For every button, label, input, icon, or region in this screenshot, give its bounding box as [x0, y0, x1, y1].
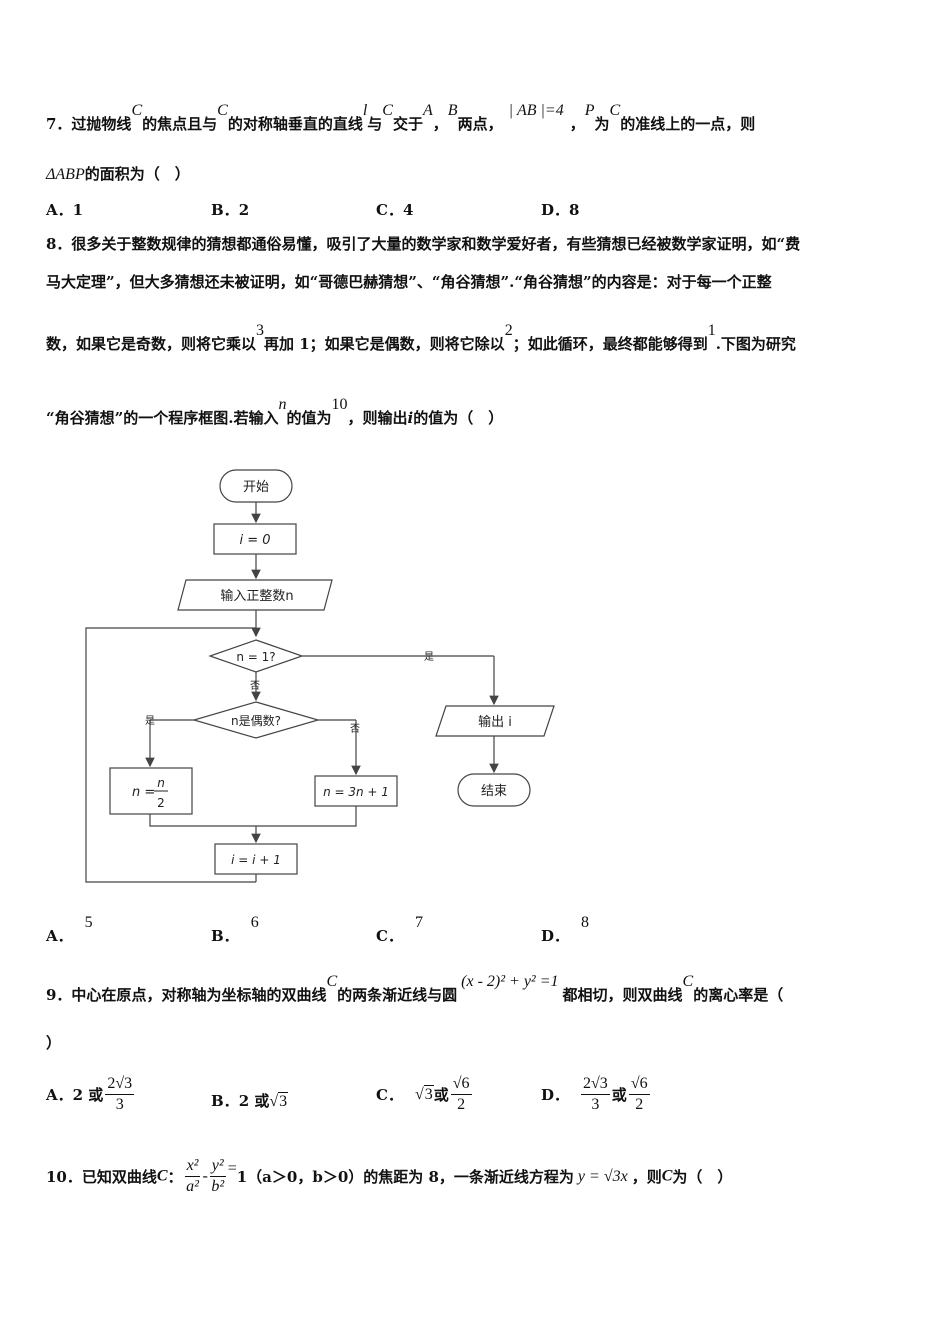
flowchart-incr [214, 843, 298, 875]
flowchart-yes-label: 是 [424, 651, 434, 663]
flowchart-input-label: 输入正整数n [220, 588, 293, 604]
flowchart-even-yes-label: 是 [145, 715, 155, 727]
flowchart-init-label: i = 0 [239, 533, 270, 548]
q8-line4: “角谷猜想”的一个程序框图.若输入n的值为10，则输出i的值为（ ） [46, 396, 504, 427]
flowchart-cond2 [191, 701, 321, 739]
q7-option-b: B．2 [211, 201, 250, 219]
flowchart-half-lhs: n = [132, 785, 155, 800]
flowchart-init [213, 523, 297, 555]
q7-line1: 7．过抛物线C的焦点且与C的对称轴垂直的直线l与C交于A，B两点，| AB |=… [46, 102, 756, 133]
flowchart-output [435, 705, 555, 737]
flowchart-half-num: n [157, 776, 165, 790]
flowchart-cond2-label: n是偶数? [231, 713, 281, 728]
flowchart-half-den: 2 [157, 796, 165, 810]
flowchart-output-label: 输出 i [478, 714, 512, 730]
q8-line1: 8．很多关于整数规律的猜想都通俗易懂，吸引了大量的数学家和数学爱好者，有些猜想已… [46, 235, 801, 253]
flowchart-even-no-label: 否 [350, 723, 360, 735]
flowchart: 开始 i = 0 输入正整数n n = 1? 是 否 n是偶数? 是 否 n =… [85, 469, 555, 883]
flowchart-triple-label: n = 3n + 1 [323, 785, 389, 799]
q9-line2: ） [46, 1034, 62, 1052]
q8-line2: 马大定理”，但大多猜想还未被证明，如“哥德巴赫猜想”、“角谷猜想”.“角谷猜想”… [46, 273, 772, 291]
flowchart-end [457, 773, 531, 807]
flowchart-input [177, 579, 333, 611]
q8-option-c: C．7 [376, 914, 423, 945]
flowchart-half [109, 767, 193, 815]
q8-line3: 数，如果它是奇数，则将它乘以3再加 1；如果它是偶数，则将它除以2；如此循环，最… [46, 322, 796, 353]
flowchart-start-label: 开始 [243, 480, 269, 495]
q8-option-d: D．8 [541, 914, 590, 945]
flowchart-triple [314, 775, 398, 807]
q9-line1: 9．中心在原点，对称轴为坐标轴的双曲线C的两条渐近线与圆(x - 2)² + y… [46, 973, 784, 1004]
q7-line2: ΔABP的面积为（ ） [46, 165, 190, 183]
q8-option-a: A．5 [46, 914, 93, 945]
q7-option-d: D．8 [541, 201, 580, 219]
flowchart-end-label: 结束 [481, 784, 507, 799]
q9-option-b: B．2 或√3 [211, 1092, 289, 1110]
q8-option-b: B．6 [211, 914, 259, 945]
flowchart-cond1-label: n = 1? [236, 650, 275, 664]
flowchart-no-label: 否 [250, 680, 260, 692]
q7-option-a: A．1 [46, 201, 84, 219]
flowchart-incr-label: i = i + 1 [231, 853, 281, 867]
q7-option-c: C．4 [376, 201, 414, 219]
